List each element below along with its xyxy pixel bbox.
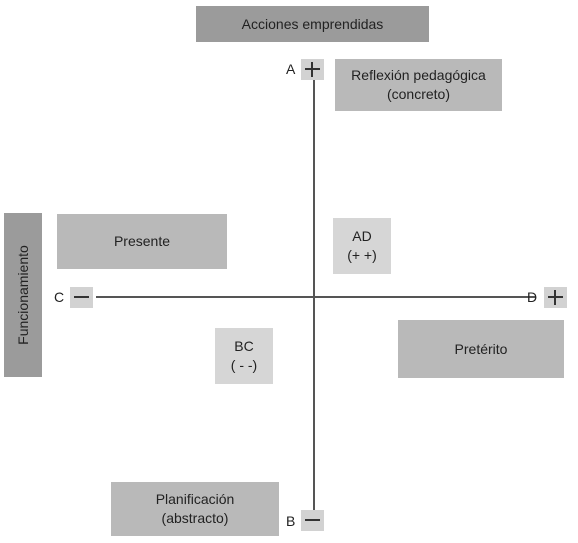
planificacion-box: Planificación (abstracto) [111, 482, 279, 536]
presente-label: Presente [113, 233, 171, 249]
presente-box: Presente [57, 214, 227, 269]
plus-icon [301, 59, 324, 80]
pole-a-letter: A [286, 61, 296, 77]
bc-line2: ( - -) [230, 357, 258, 373]
minus-icon [301, 510, 324, 531]
ad-line1: AD [352, 228, 372, 244]
bc-box: BC ( - -) [215, 328, 273, 384]
pole-c-letter: C [54, 289, 65, 305]
reflexion-line1: Reflexión pedagógica [351, 67, 486, 83]
minus-icon [70, 287, 93, 308]
reflexion-line2: (concreto) [386, 86, 451, 102]
ad-box: AD (+ +) [333, 218, 391, 274]
preterito-box: Pretérito [398, 320, 564, 378]
side-axis-title-text: Funcionamiento [15, 245, 31, 345]
side-axis-title: Funcionamiento [4, 213, 42, 377]
top-axis-title: Acciones emprendidas [196, 6, 429, 42]
ad-line2: (+ +) [347, 247, 377, 263]
plus-icon [544, 287, 567, 308]
reflexion-box: Reflexión pedagógica (concreto) [335, 59, 502, 111]
preterito-label: Pretérito [454, 340, 508, 357]
top-axis-title-text: Acciones emprendidas [241, 15, 384, 32]
pole-b-letter: B [286, 513, 296, 529]
planificacion-line2: (abstracto) [161, 510, 229, 526]
bc-line1: BC [234, 338, 254, 354]
horizontal-axis [96, 296, 536, 298]
planificacion-line1: Planificación [155, 491, 235, 507]
pole-d-letter: D [527, 289, 538, 305]
vertical-axis [313, 80, 315, 510]
